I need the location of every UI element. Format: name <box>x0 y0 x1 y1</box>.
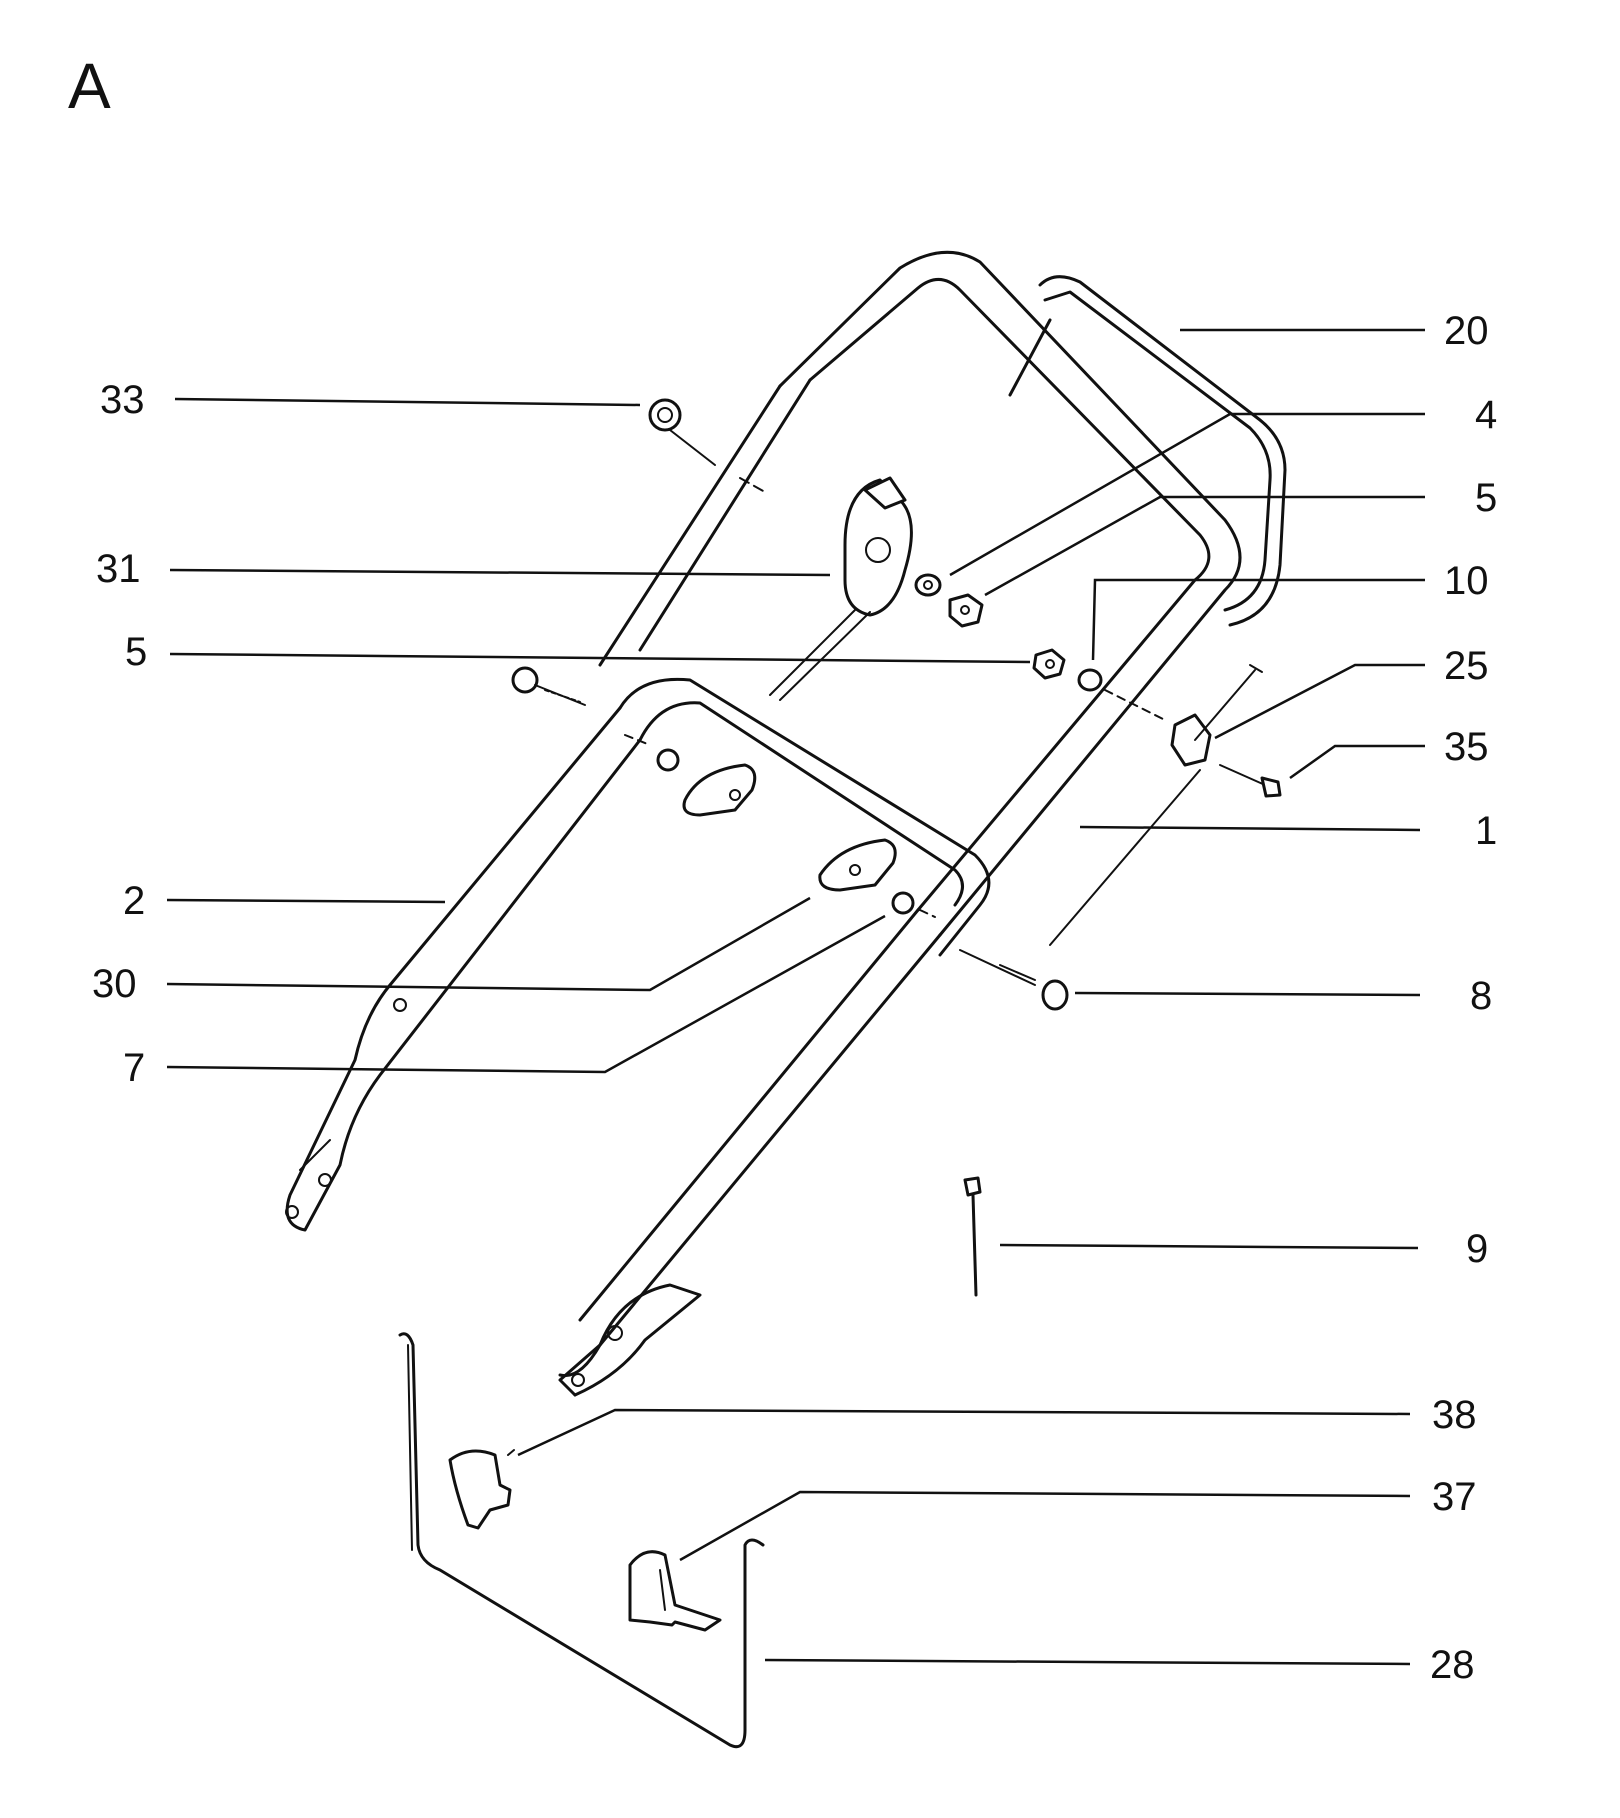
cable-tie <box>963 1176 982 1297</box>
nut-middle <box>1032 648 1066 680</box>
wing-knob-upper <box>682 763 757 817</box>
cable-clip <box>1049 664 1263 946</box>
callout-4: 4 <box>1475 393 1497 437</box>
clip-38 <box>448 1449 515 1530</box>
washer-left <box>656 748 680 772</box>
nut-upper <box>948 593 984 628</box>
callout-9: 9 <box>1466 1227 1488 1271</box>
callout-33: 33 <box>100 378 145 422</box>
screw-35 <box>1219 764 1282 798</box>
callout-8: 8 <box>1470 974 1492 1018</box>
cable-hook <box>648 398 766 493</box>
washer-middle <box>1077 668 1103 692</box>
carriage-bolt-left <box>511 666 651 746</box>
callout-28: 28 <box>1430 1643 1475 1687</box>
carriage-bolt <box>959 949 1069 1011</box>
section-letter: A <box>68 50 111 122</box>
callout-30: 30 <box>92 962 137 1006</box>
callout-5-left: 5 <box>125 630 147 674</box>
callout-7: 7 <box>123 1046 145 1090</box>
right-mount-bracket <box>558 1283 702 1397</box>
callout-1: 1 <box>1475 809 1497 853</box>
callout-labels: 33 31 5 2 30 7 20 4 5 10 25 35 1 8 9 38 … <box>92 309 1497 1687</box>
clip-37 <box>628 1550 722 1632</box>
washer-upper <box>914 573 942 597</box>
callout-37: 37 <box>1432 1475 1477 1519</box>
callout-10: 10 <box>1444 559 1489 603</box>
wing-knob-lower <box>818 838 897 892</box>
callout-2: 2 <box>123 879 145 923</box>
leader-lines <box>166 328 1425 1666</box>
washer-7 <box>891 891 936 918</box>
callout-38: 38 <box>1432 1393 1477 1437</box>
bag-rod <box>398 1332 765 1749</box>
callout-20: 20 <box>1444 309 1489 353</box>
callout-31: 31 <box>96 547 141 591</box>
bail-bar <box>1008 275 1287 627</box>
control-lever <box>769 476 913 701</box>
lower-handle <box>285 677 991 1232</box>
callout-35: 35 <box>1444 725 1489 769</box>
callout-25: 25 <box>1444 644 1489 688</box>
callout-5-right: 5 <box>1475 476 1497 520</box>
